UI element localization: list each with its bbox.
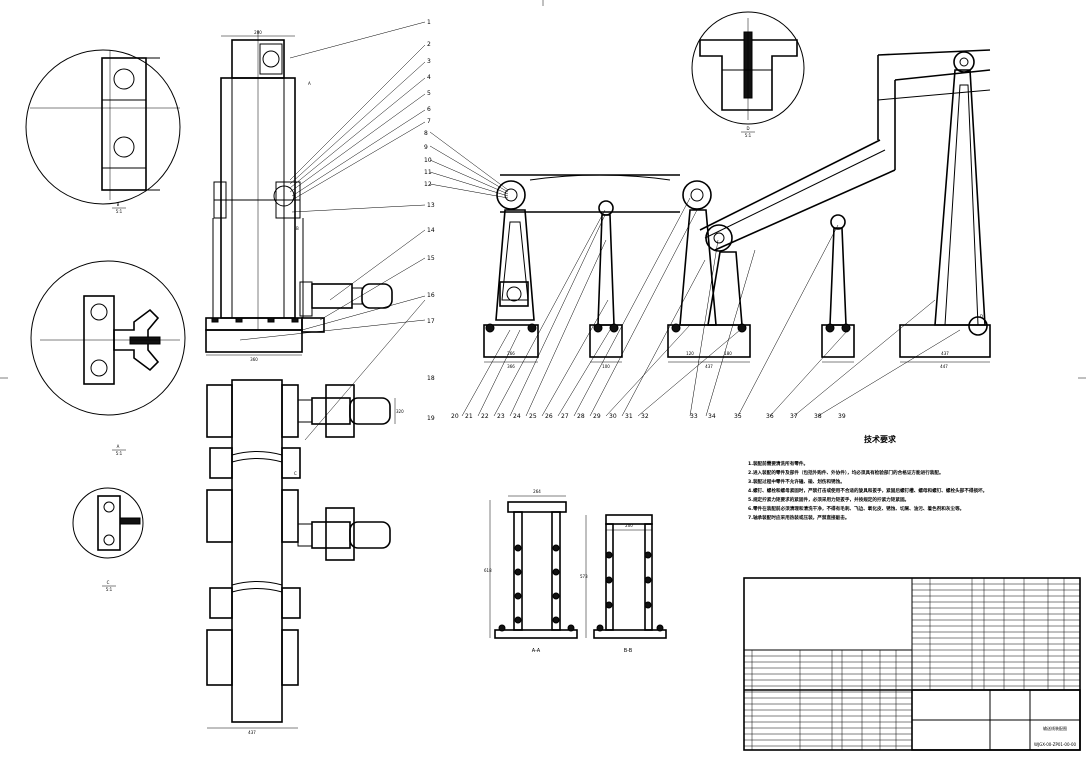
leader-mid-8: 8 (424, 130, 428, 137)
num-31: 31 (625, 413, 633, 420)
num-30: 30 (609, 413, 617, 420)
num-23: 23 (497, 413, 505, 420)
dim-100: 100 (602, 364, 610, 369)
leader-label-5: 5 (427, 90, 431, 97)
num-28: 28 (577, 413, 585, 420)
num-33: 33 (690, 413, 698, 420)
technical-notes: 技术要求 1.装配前需要清洗所有零件。 2.进入装配的零件及部件（包括外购件、外… (748, 434, 987, 521)
num-26: 26 (545, 413, 553, 420)
dim-437-b: 437 (941, 351, 949, 356)
dim-front-width: 360 (250, 357, 258, 362)
leader-label-16: 16 (427, 292, 435, 299)
num-39: 39 (838, 413, 846, 420)
num-32: 32 (641, 413, 649, 420)
note-7: 7.轴承装配时应采用热装或压装，严禁直接敲击。 (748, 514, 849, 521)
section-aa: 618 264 A-A (484, 489, 578, 654)
section-a-label: A-A (532, 648, 541, 654)
dim-base-right: 447 (940, 364, 948, 369)
note-3: 3.装配过程中零件不允许磕、碰、划伤和锈蚀。 (748, 478, 845, 485)
detail-b-letter: B (117, 202, 120, 207)
detail-b-scale: 5:1 (116, 209, 123, 214)
leader-mid-11: 11 (424, 169, 432, 176)
leader-label-15: 15 (427, 255, 435, 262)
dim-266: 266 (507, 351, 515, 356)
detail-view-a: A 5:1 (30, 260, 186, 456)
dim-180: 180 (724, 351, 732, 356)
num-35: 35 (734, 413, 742, 420)
dim-sect-a-h: 618 (484, 568, 492, 573)
leader-label-17: 17 (427, 318, 435, 325)
num-27: 27 (561, 413, 569, 420)
num-38: 38 (814, 413, 822, 420)
num-25: 25 (529, 413, 537, 420)
note-1: 1.装配前需要清洗所有零件。 (748, 460, 808, 467)
detail-view-d: D 5:1 (691, 11, 805, 138)
parts-list (743, 577, 1081, 751)
leader-label-13: 13 (427, 202, 435, 209)
num-34: 34 (708, 413, 716, 420)
leader-mid-9: 9 (424, 144, 428, 151)
dim-sect-b-h: 573 (580, 574, 588, 579)
detail-a-scale: 5:1 (116, 451, 123, 456)
leaders-bottom: 20 21 22 23 24 25 26 27 28 29 30 31 32 3… (451, 197, 961, 420)
dim-366: 366 (507, 364, 515, 369)
drawing-name: 输送线装配图 (1043, 725, 1067, 731)
num-22: 22 (481, 413, 489, 420)
leader-label-19: 19 (427, 415, 435, 422)
leader-label-14: 14 (427, 227, 435, 234)
marker-a-front: A (308, 81, 311, 86)
dim-120: 120 (686, 351, 694, 356)
leader-label-7: 7 (427, 118, 431, 125)
marker-b-front: B (296, 226, 299, 231)
marker-c-plan: C (294, 471, 297, 476)
notes-title: 技术要求 (864, 434, 897, 444)
leaders-mid: 8 9 10 11 12 (424, 130, 509, 199)
leader-label-3: 3 (427, 58, 431, 65)
detail-d-scale: 5:1 (745, 133, 752, 138)
plan-view: 437 320 C (206, 379, 404, 735)
dim-437-a: 437 (705, 364, 713, 369)
leader-label-6: 6 (427, 106, 431, 113)
section-b-label: B-B (624, 648, 633, 654)
note-4: 4.螺钉、螺栓和螺母紧固时，严禁打击或使用不合适的旋具和扳手，紧固后螺钉槽、螺母… (748, 487, 987, 494)
leader-label-1: 1 (427, 19, 431, 26)
num-20: 20 (451, 413, 459, 420)
marker-d-side: D (980, 314, 983, 319)
leader-mid-10: 10 (424, 157, 432, 164)
dim-plan-width: 437 (248, 730, 256, 735)
note-6: 6.零件在装配前必须清理和清洗干净，不得有毛刺、飞边、氧化皮、锈蚀、切屑、油污、… (748, 505, 964, 512)
drawing-code: WJGX-00-ZP01-00-00 (1034, 742, 1077, 747)
title-block: 输送线装配图 WJGX-00-ZP01-00-00 (911, 689, 1081, 751)
detail-c-letter: C (107, 580, 110, 585)
num-24: 24 (513, 413, 521, 420)
num-37: 37 (790, 413, 798, 420)
dim-sect-b-w: 200 (625, 523, 633, 528)
detail-view-b: B 5:1 (25, 49, 181, 214)
num-29: 29 (593, 413, 601, 420)
dim-sect-a-w: 264 (533, 489, 541, 494)
note-5: 5.规定拧紧力矩要求的紧固件，必须采用力矩扳手，并按规定的拧紧力矩紧固。 (748, 496, 909, 503)
leaders-left: 1 2 3 4 5 6 7 13 14 15 16 17 18 19 (239, 19, 435, 441)
leader-mid-12: 12 (424, 181, 432, 188)
leader-label-18: 18 (427, 375, 435, 382)
leader-label-2: 2 (427, 41, 431, 48)
leader-label-4: 4 (427, 74, 431, 81)
section-bb: 573 200 B-B (580, 514, 667, 654)
side-elevation: 266 366 100 120 180 437 437 447 D (483, 49, 991, 369)
detail-d-letter: D (746, 126, 749, 131)
detail-c-scale: 5:1 (106, 587, 113, 592)
dim-plan-motor: 320 (396, 409, 404, 414)
note-2: 2.进入装配的零件及部件（包括外购件、外协件），均必须具有检验部门的合格证方能进… (748, 469, 944, 476)
detail-view-c: C 5:1 (72, 487, 144, 592)
detail-a-letter: A (117, 444, 120, 449)
num-36: 36 (766, 413, 774, 420)
num-21: 21 (465, 413, 473, 420)
